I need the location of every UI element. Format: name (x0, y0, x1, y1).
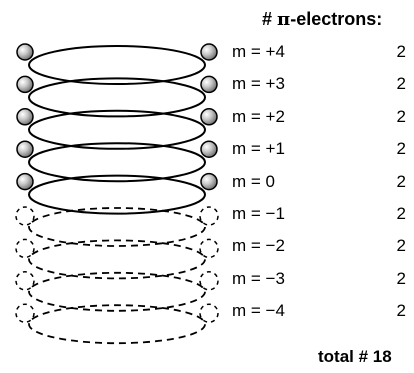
electron-slot-right (199, 206, 219, 226)
electron-right (200, 108, 218, 126)
electron-slot-left (15, 271, 35, 291)
empty-orbital-ring (28, 239, 206, 280)
electron-slot-left (15, 303, 35, 323)
level-row: m = −1 2 (232, 204, 408, 226)
occupied-orbital-ring (28, 77, 206, 118)
level-m-label: m = 0 (232, 171, 275, 191)
level-m-label: m = −3 (232, 268, 285, 288)
level-electron-count: 2 (396, 42, 406, 61)
electron-slot-right (199, 238, 219, 259)
level-electron-count: 2 (396, 301, 406, 321)
total-label: total # (318, 347, 369, 366)
level-m-label: m = −4 (232, 301, 285, 321)
occupied-orbital-ring (28, 109, 206, 150)
level-row: m = +1 2 (232, 139, 408, 161)
pi-symbol: π (277, 9, 291, 30)
level-electron-count: 2 (396, 204, 406, 223)
level-row: m = +4 2 (232, 42, 408, 64)
electron-slot-right (199, 271, 219, 291)
level-m-label: m = +4 (232, 42, 285, 61)
level-row: m = +2 2 (232, 107, 408, 129)
electron-slot-left (15, 206, 35, 226)
electron-right (200, 43, 218, 61)
total-value: 18 (372, 347, 392, 366)
electron-left (16, 108, 34, 126)
empty-orbital-ring (28, 271, 206, 312)
level-m-label: m = −2 (232, 236, 285, 256)
pi-electrons-header: # π-electrons: (262, 9, 382, 30)
level-row: m = −2 2 (232, 236, 408, 258)
occupied-orbital-ring (28, 142, 206, 183)
level-electron-count: 2 (396, 139, 406, 159)
electron-right (200, 75, 218, 94)
level-electron-count: 2 (396, 268, 406, 288)
empty-orbital-ring (28, 304, 206, 345)
header-label: -electrons: (290, 9, 383, 29)
empty-orbital-ring (28, 207, 206, 247)
electron-left (16, 43, 34, 61)
level-row: m = 0 2 (232, 172, 408, 194)
electron-left (16, 140, 34, 158)
level-electron-count: 2 (396, 106, 406, 126)
level-electron-count: 2 (396, 171, 406, 191)
occupied-orbital-ring (28, 174, 206, 215)
occupied-orbital-ring (28, 45, 206, 85)
electron-right (200, 140, 218, 158)
level-m-label: m = +2 (232, 106, 285, 126)
level-m-label: m = −1 (232, 204, 285, 223)
level-electron-count: 2 (396, 236, 406, 256)
electron-slot-left (15, 238, 35, 259)
level-row: m = −4 2 (232, 301, 408, 323)
electron-slot-right (199, 303, 219, 323)
electron-left (16, 75, 34, 94)
electron-right (200, 172, 218, 191)
header-hash: # (262, 9, 273, 29)
level-electron-count: 2 (396, 74, 406, 94)
electron-left (16, 172, 34, 191)
level-m-label: m = +3 (232, 74, 285, 94)
total-row: total # 18 (318, 347, 392, 367)
level-row: m = −3 2 (232, 269, 408, 291)
level-row: m = +3 2 (232, 74, 408, 96)
level-m-label: m = +1 (232, 139, 285, 159)
